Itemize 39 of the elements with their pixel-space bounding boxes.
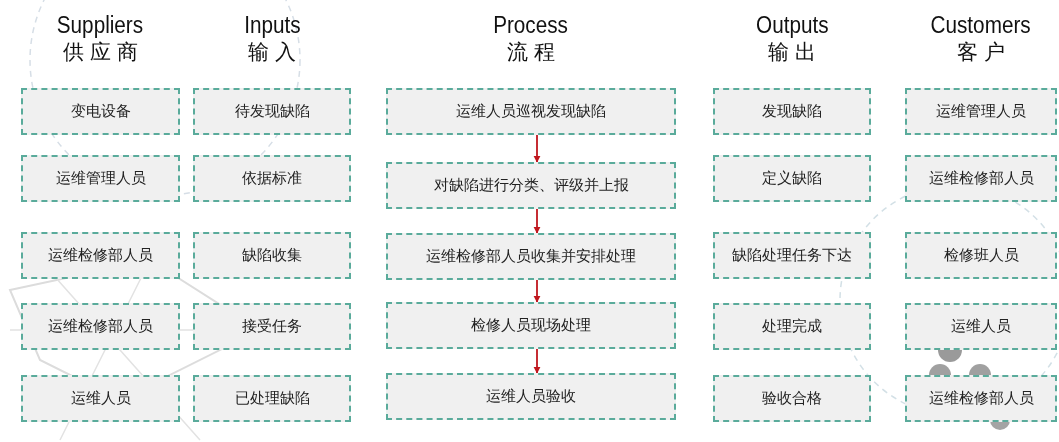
process-box: 已处理缺陷 [193, 375, 351, 422]
process-box: 检修班人员 [905, 232, 1057, 279]
column-heading: 流程 [506, 39, 561, 66]
process-box: 检修人员现场处理 [386, 302, 676, 349]
process-box: 发现缺陷 [713, 88, 871, 135]
column-heading: Suppliers [56, 12, 144, 39]
process-box: 待发现缺陷 [193, 88, 351, 135]
arrow [533, 134, 541, 163]
process-box: 运维人员验收 [386, 373, 676, 420]
process-box: 运维检修部人员 [21, 232, 180, 279]
process-box: 运维管理人员 [905, 88, 1057, 135]
column-heading: 输出 [767, 39, 822, 66]
column-heading: 输入 [247, 39, 302, 66]
process-box: 依据标准 [193, 155, 351, 202]
column-heading: 客户 [956, 39, 1011, 66]
process-box: 变电设备 [21, 88, 180, 135]
process-box: 接受任务 [193, 303, 351, 350]
process-box: 运维检修部人员 [21, 303, 180, 350]
process-box: 缺陷处理任务下达 [713, 232, 871, 279]
process-box: 验收合格 [713, 375, 871, 422]
process-box: 缺陷收集 [193, 232, 351, 279]
arrow [533, 208, 541, 234]
process-box: 运维人员 [21, 375, 180, 422]
column-heading: Customers [930, 12, 1032, 39]
process-box: 对缺陷进行分类、评级并上报 [386, 162, 676, 209]
column-heading: Inputs [243, 12, 301, 39]
arrow [533, 279, 541, 303]
process-box: 运维管理人员 [21, 155, 180, 202]
process-box: 定义缺陷 [713, 155, 871, 202]
column-heading: Process [493, 12, 569, 39]
process-box: 运维人员巡视发现缺陷 [386, 88, 676, 135]
process-box: 运维检修部人员 [905, 155, 1057, 202]
arrow [533, 348, 541, 374]
column-heading: Outputs [755, 12, 829, 39]
process-box: 运维检修部人员收集并安排处理 [386, 233, 676, 280]
column-heading: 供应商 [61, 39, 144, 66]
process-box: 运维检修部人员 [905, 375, 1057, 422]
process-box: 处理完成 [713, 303, 871, 350]
process-box: 运维人员 [905, 303, 1057, 350]
